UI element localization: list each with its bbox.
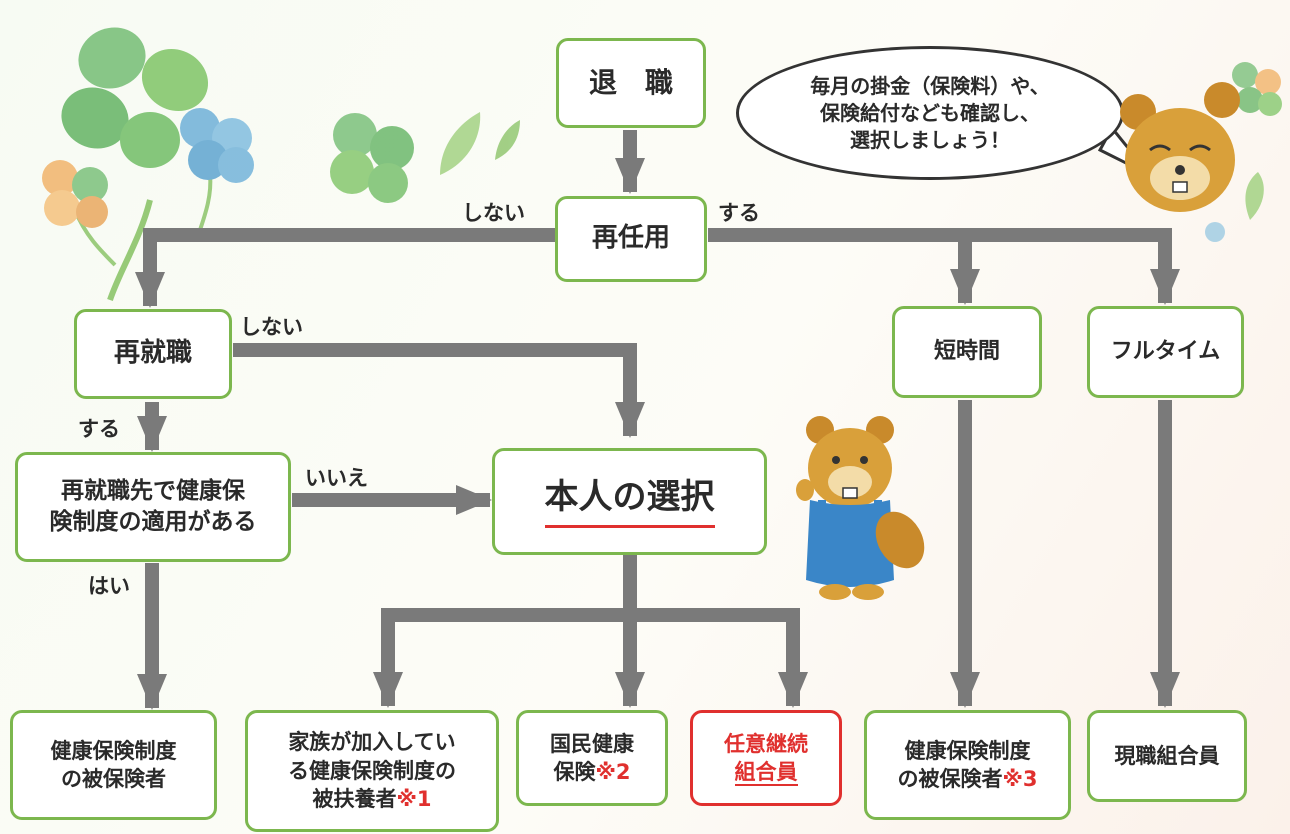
node-insured: 健康保険制度 の被保険者 (10, 710, 217, 820)
node-short-time-label: 短時間 (933, 339, 1000, 365)
node-voluntary-member: 任意継続 組合員 (690, 710, 842, 806)
label-coverage-yes: はい (88, 574, 130, 598)
node-own-choice-label: 本人の選択 (544, 475, 715, 528)
arrow-reemploy-yes (708, 228, 1180, 305)
node-dependent-note: ※1 (396, 787, 432, 812)
node-insured-line1: 健康保険制度 (50, 738, 177, 763)
bubble-line1: 毎月の掛金（保険料）や、 (810, 73, 1050, 98)
node-insured-short: 健康保険制度 の被保険者※3 (864, 710, 1071, 820)
node-new-job-coverage: 再就職先で健康保 険制度の適用がある (15, 452, 291, 562)
tanuki-head-icon (1120, 82, 1240, 212)
label-newjob-no: しない (240, 315, 303, 339)
node-new-job: 再就職 (74, 309, 232, 399)
node-own-choice: 本人の選択 (492, 448, 767, 555)
node-current-member-label: 現職組合員 (1114, 743, 1220, 768)
node-reemployment-label: 再任用 (591, 223, 670, 254)
node-current-member: 現職組合員 (1087, 710, 1247, 802)
arrow-reemploy-no (135, 228, 555, 308)
speech-bubble: 毎月の掛金（保険料）や、 保険給付なども確認し、 選択しましょう！ (736, 46, 1124, 180)
node-new-job-coverage-line1: 再就職先で健康保 (61, 477, 245, 504)
bubble-line3: 選択しましょう！ (850, 127, 1010, 152)
leaf-icon (440, 112, 520, 175)
right-leaf-icon (1205, 172, 1264, 242)
bubble-line2: 保険給付なども確認し、 (820, 100, 1040, 125)
right-clover-icon (1232, 62, 1282, 116)
node-national-note: ※2 (595, 760, 631, 784)
label-reemploy-yes: する (718, 201, 760, 225)
arrow-choice-left (373, 608, 630, 708)
node-national-insurance: 国民健康 保険※2 (516, 710, 668, 806)
node-retirement: 退 職 (556, 38, 706, 128)
node-reemployment: 再任用 (555, 196, 707, 282)
node-national-line2: 保険 (553, 760, 596, 784)
node-dependent-line2: る健康保険制度の (288, 758, 456, 783)
arrow-choice-right (630, 608, 808, 708)
node-retirement-label: 退 職 (588, 66, 673, 100)
node-full-time: フルタイム (1087, 306, 1244, 398)
label-newjob-yes: する (78, 417, 120, 441)
node-insured3-line1: 健康保険制度 (904, 738, 1031, 763)
node-dependent-line1: 家族が加入してい (288, 730, 456, 755)
node-insured3-note: ※3 (1002, 767, 1038, 791)
label-coverage-no: いいえ (305, 466, 368, 490)
node-voluntary-line2: 組合員 (734, 760, 798, 786)
blue-clover-icon (180, 108, 254, 231)
node-insured3-line2: の被保険者 (897, 767, 1003, 791)
node-national-line1: 国民健康 (550, 731, 634, 756)
node-voluntary-line1: 任意継続 (724, 731, 808, 756)
node-dependent-line3: 被扶養者 (312, 787, 397, 812)
label-reemploy-no: しない (462, 201, 525, 225)
tanuki-mascot-icon (796, 416, 925, 600)
arrow-newjob-no (233, 343, 645, 438)
node-full-time-label: フルタイム (1110, 339, 1221, 365)
large-clover-icon (61, 27, 209, 301)
node-new-job-coverage-line2: 険制度の適用がある (49, 509, 257, 535)
small-clover-icon (330, 113, 414, 203)
node-short-time: 短時間 (892, 306, 1042, 398)
node-new-job-label: 再就職 (113, 338, 192, 369)
node-insured-line2: の被保険者 (61, 767, 166, 791)
orange-clover-icon (42, 160, 117, 267)
node-dependent: 家族が加入してい る健康保険制度の 被扶養者※1 (245, 710, 499, 832)
